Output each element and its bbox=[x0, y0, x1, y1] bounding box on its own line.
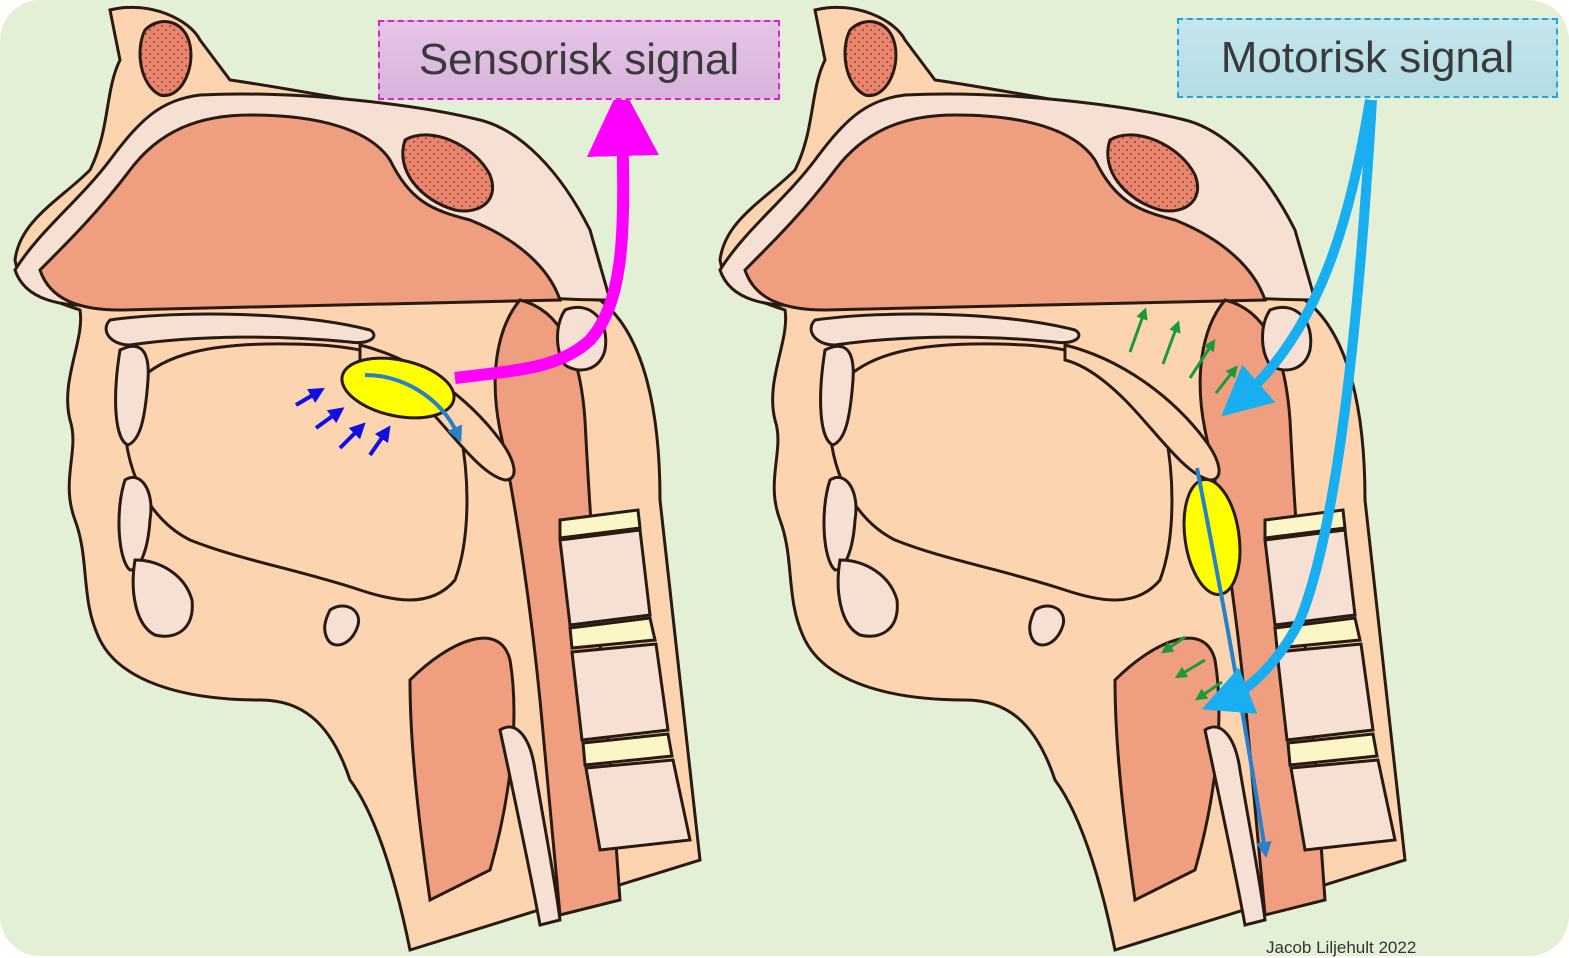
motor-signal-label: Motorisk signal bbox=[1177, 18, 1558, 98]
author-credit: Jacob Liljehult 2022 bbox=[1266, 938, 1416, 958]
sensory-signal-label: Sensorisk signal bbox=[378, 20, 780, 100]
